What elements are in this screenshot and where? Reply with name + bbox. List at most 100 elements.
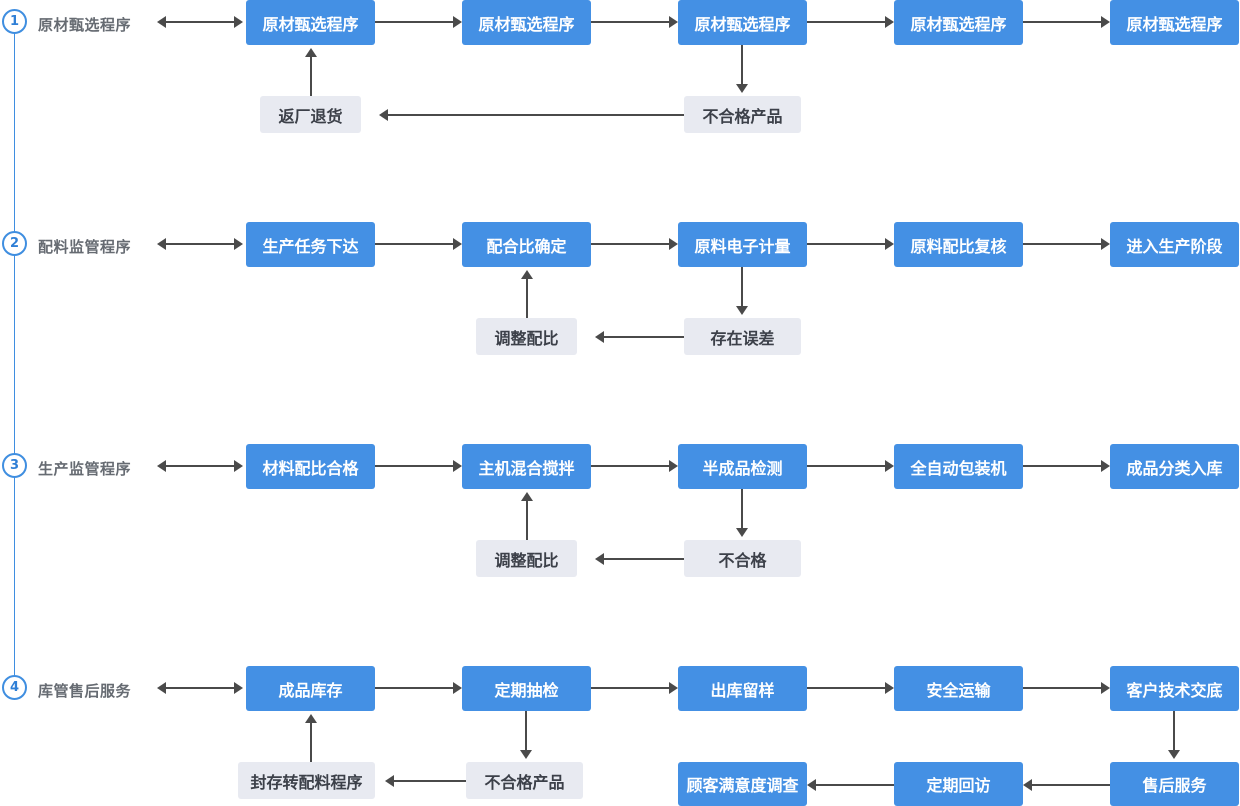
arrow-s4-1-2-line: [375, 687, 453, 689]
arrow-s3-down-head-icon: [736, 528, 748, 537]
node-s4-main-3[interactable]: 出库留样: [678, 666, 807, 711]
node-s1-main-2[interactable]: 原材甄选程序: [462, 0, 591, 45]
stage-number-2: 2: [2, 231, 27, 256]
node-s2-sub-error[interactable]: 存在误差: [684, 318, 801, 355]
node-s1-sub-reject[interactable]: 不合格产品: [684, 96, 801, 133]
arrow-s2-up-line: [526, 279, 528, 318]
arrow-s1-2-3-head-icon: [669, 16, 678, 28]
arrow-s1-left-head-icon: [379, 109, 388, 121]
stage-number-4: 4: [2, 675, 27, 700]
arrow-s2-3-4-line: [807, 243, 885, 245]
arrow-s4-2-3-head-icon: [669, 682, 678, 694]
arrow-s4-3-4-head-icon: [885, 682, 894, 694]
arrow-s3-4-5-head-icon: [1101, 460, 1110, 472]
node-s4-sub-revisit[interactable]: 定期回访: [894, 762, 1023, 806]
node-s2-main-5[interactable]: 进入生产阶段: [1110, 222, 1239, 267]
arrow-s1-3-4-head-icon: [885, 16, 894, 28]
stage3-bidi-line: [166, 465, 234, 467]
arrow-s2-2-3-head-icon: [669, 238, 678, 250]
arrow-s2-up-head-icon: [521, 270, 533, 279]
arrow-s4-service-down-head-icon: [1168, 750, 1180, 759]
arrow-s4-2-3-line: [591, 687, 669, 689]
node-s3-main-1[interactable]: 材料配比合格: [246, 444, 375, 489]
node-s1-main-4[interactable]: 原材甄选程序: [894, 0, 1023, 45]
arrow-s3-2-3-head-icon: [669, 460, 678, 472]
node-s3-main-3[interactable]: 半成品检测: [678, 444, 807, 489]
arrow-s1-1-2-line: [375, 21, 453, 23]
arrow-s1-2-3-line: [591, 21, 669, 23]
node-s4-main-1[interactable]: 成品库存: [246, 666, 375, 711]
node-s4-sub-seal[interactable]: 封存转配料程序: [238, 762, 375, 799]
node-s4-main-4[interactable]: 安全运输: [894, 666, 1023, 711]
arrow-s2-left-head-icon: [595, 331, 604, 343]
arrow-s3-1-2-line: [375, 465, 453, 467]
node-s3-main-5[interactable]: 成品分类入库: [1110, 444, 1239, 489]
arrow-s3-2-3-line: [591, 465, 669, 467]
arrow-s2-down-line: [741, 267, 743, 306]
stage-label-3: 生产监管程序: [38, 460, 132, 478]
node-s4-main-5[interactable]: 客户技术交底: [1110, 666, 1239, 711]
arrow-s4-service-down-line: [1173, 711, 1175, 750]
stage2-bidi-head-right-icon: [234, 238, 243, 250]
arrow-s4-up-line: [310, 723, 312, 762]
node-s2-sub-adjust[interactable]: 调整配比: [476, 318, 577, 355]
arrow-s2-1-2-line: [375, 243, 453, 245]
arrow-s2-left-line: [604, 336, 684, 338]
stage-spine-line: [14, 22, 15, 688]
stage1-bidi-head-left-icon: [157, 16, 166, 28]
stage-number-1: 1: [2, 9, 27, 34]
arrow-s4-1-2-head-icon: [453, 682, 462, 694]
stage4-bidi-head-left-icon: [157, 682, 166, 694]
arrow-s3-1-2-head-icon: [453, 460, 462, 472]
arrow-s1-4-5-head-icon: [1101, 16, 1110, 28]
node-s3-sub-adjust[interactable]: 调整配比: [476, 540, 577, 577]
node-s2-main-4[interactable]: 原料配比复核: [894, 222, 1023, 267]
arrow-s4-up-head-icon: [305, 714, 317, 723]
arrow-s4-service-left1-head-icon: [1023, 779, 1032, 791]
stage-label-1: 原材甄选程序: [38, 16, 132, 34]
node-s3-sub-fail[interactable]: 不合格: [684, 540, 801, 577]
arrow-s3-4-5-line: [1023, 465, 1101, 467]
node-s3-main-2[interactable]: 主机混合搅拌: [462, 444, 591, 489]
node-s3-main-4[interactable]: 全自动包装机: [894, 444, 1023, 489]
arrow-s4-service-left1-line: [1032, 784, 1110, 786]
arrow-s1-4-5-line: [1023, 21, 1101, 23]
arrow-s4-left-head-icon: [385, 775, 394, 787]
arrow-s4-3-4-line: [807, 687, 885, 689]
arrow-s2-down-head-icon: [736, 306, 748, 315]
arrow-s1-3-4-line: [807, 21, 885, 23]
node-s1-sub-return[interactable]: 返厂退货: [260, 96, 361, 133]
arrow-s1-down-head-icon: [736, 84, 748, 93]
arrow-s4-service-left2-line: [816, 784, 894, 786]
node-s1-main-1[interactable]: 原材甄选程序: [246, 0, 375, 45]
arrow-s2-4-5-head-icon: [1101, 238, 1110, 250]
node-s4-sub-reject[interactable]: 不合格产品: [466, 762, 583, 799]
node-s1-main-3[interactable]: 原材甄选程序: [678, 0, 807, 45]
node-s4-sub-survey[interactable]: 顾客满意度调查: [678, 762, 807, 806]
stage1-bidi-line: [166, 21, 234, 23]
node-s2-main-1[interactable]: 生产任务下达: [246, 222, 375, 267]
stage3-bidi-head-right-icon: [234, 460, 243, 472]
arrow-s2-2-3-line: [591, 243, 669, 245]
arrow-s1-left-line: [388, 114, 684, 116]
node-s2-main-3[interactable]: 原料电子计量: [678, 222, 807, 267]
arrow-s3-up-head-icon: [521, 492, 533, 501]
arrow-s3-left-head-icon: [595, 553, 604, 565]
arrow-s4-service-left2-head-icon: [807, 779, 816, 791]
arrow-s1-up-line: [310, 57, 312, 96]
stage-number-3: 3: [2, 453, 27, 478]
node-s4-sub-aftersales[interactable]: 售后服务: [1110, 762, 1239, 806]
node-s4-main-2[interactable]: 定期抽检: [462, 666, 591, 711]
stage2-bidi-head-left-icon: [157, 238, 166, 250]
arrow-s4-left-line: [394, 780, 466, 782]
arrow-s3-down-line: [741, 489, 743, 528]
arrow-s2-4-5-line: [1023, 243, 1101, 245]
node-s2-main-2[interactable]: 配合比确定: [462, 222, 591, 267]
arrow-s1-down-line: [741, 45, 743, 84]
arrow-s4-4-5-line: [1023, 687, 1101, 689]
node-s1-main-5[interactable]: 原材甄选程序: [1110, 0, 1239, 45]
arrow-s3-3-4-head-icon: [885, 460, 894, 472]
stage-label-4: 库管售后服务: [38, 682, 132, 700]
stage3-bidi-head-left-icon: [157, 460, 166, 472]
